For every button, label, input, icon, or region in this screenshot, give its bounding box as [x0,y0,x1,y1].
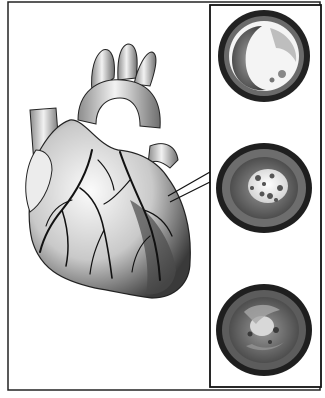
artery-cross-section-moderate [216,143,312,233]
aortic-arch [78,80,160,128]
heart-illustration [26,44,191,298]
artery-cross-section-mild [218,10,310,102]
aortic-branch-left [118,44,137,80]
artery-cross-section-severe [216,284,312,376]
